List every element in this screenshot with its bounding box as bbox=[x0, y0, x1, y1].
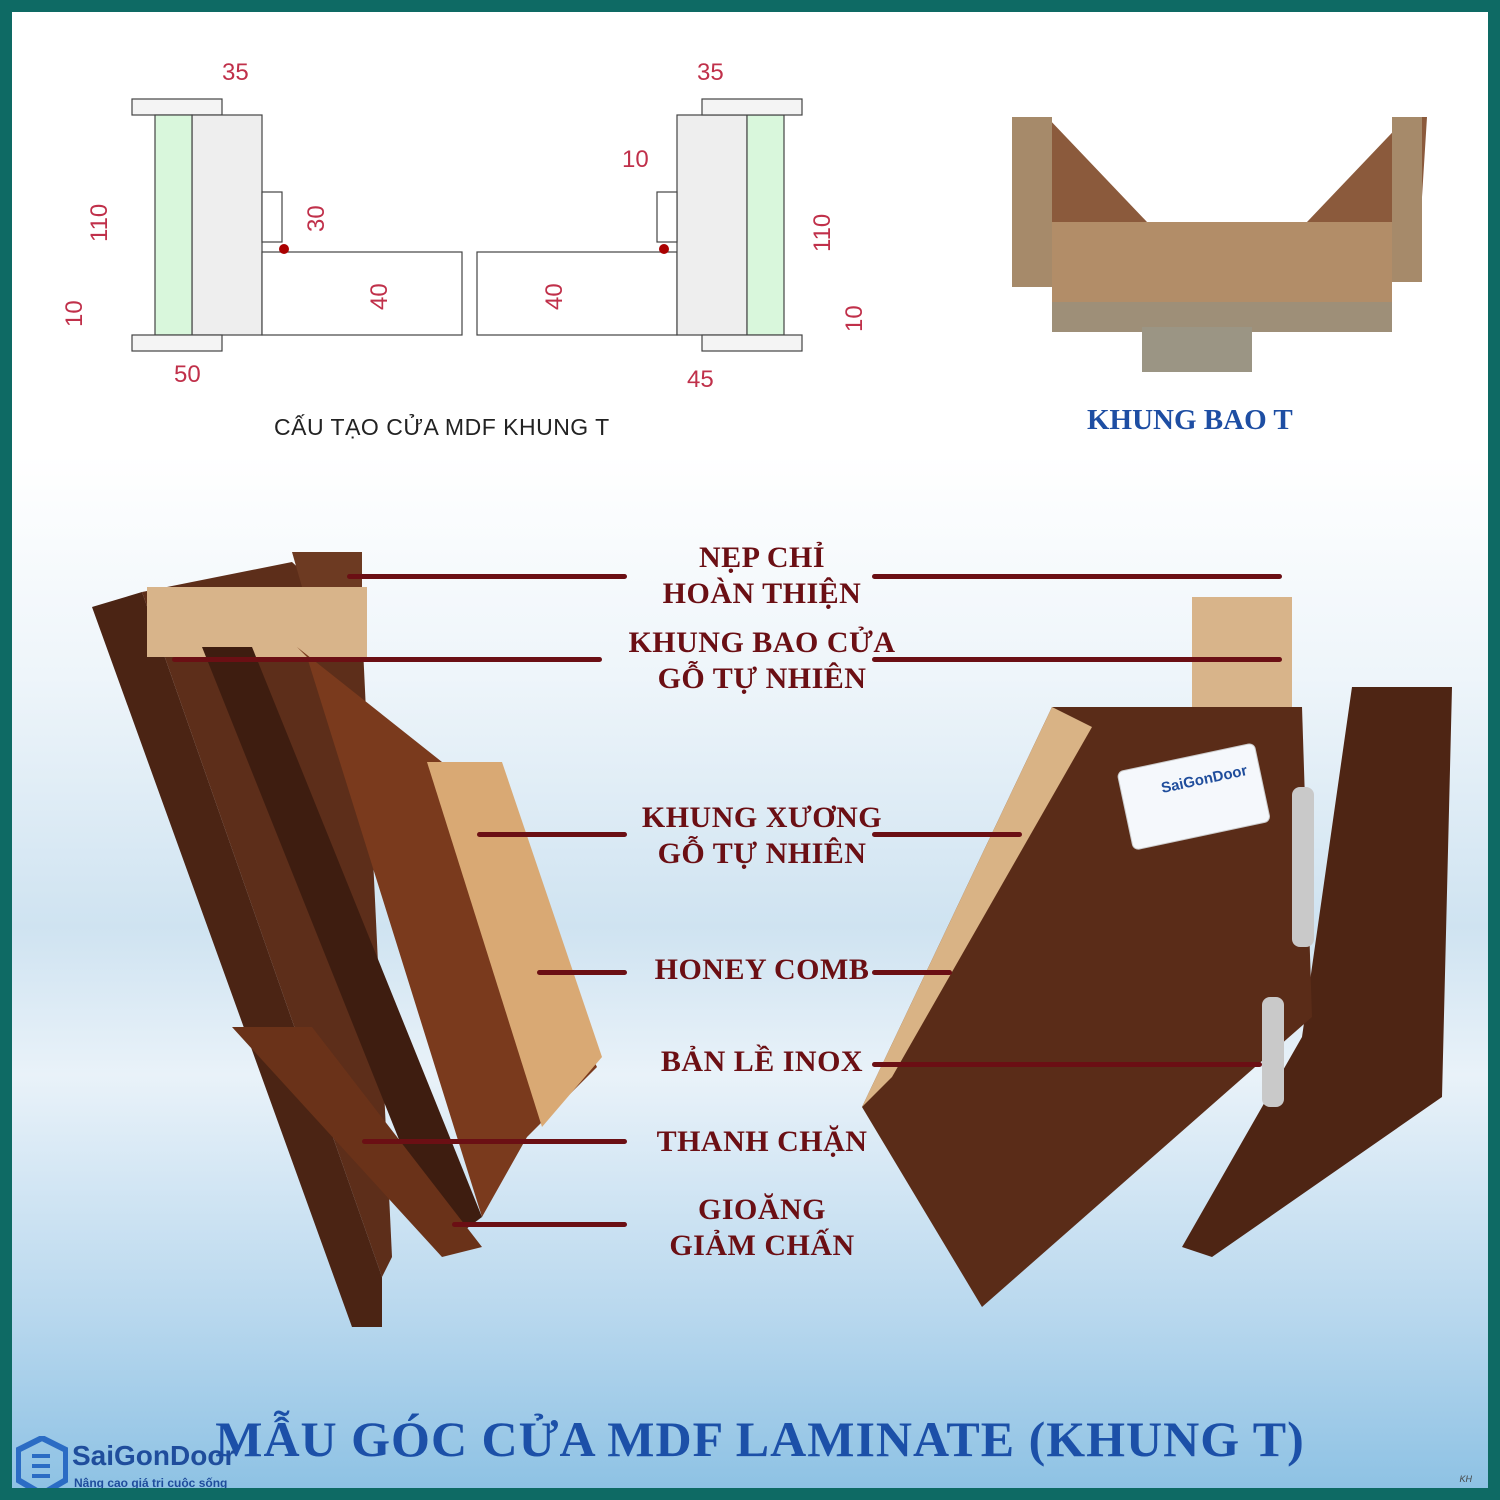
right-frame bbox=[676, 114, 748, 336]
saigondoor-logo: SaiGonDoor Nâng cao giá trị cuộc sống bbox=[12, 1432, 262, 1488]
signature: KH bbox=[1459, 1474, 1472, 1484]
door-leaf-right bbox=[476, 251, 678, 336]
leader-line bbox=[172, 657, 602, 662]
left-cap-top bbox=[131, 98, 223, 116]
door-corner-right: SaiGonDoor bbox=[862, 597, 1452, 1307]
leader-line bbox=[362, 1139, 627, 1144]
logo-name: SaiGonDoor bbox=[72, 1440, 236, 1471]
dim-left-bottom-gap: 10 bbox=[61, 300, 88, 327]
dim-door-left: 40 bbox=[366, 283, 393, 310]
brand-sticker bbox=[1117, 743, 1270, 850]
leader-line bbox=[872, 1062, 1262, 1067]
door-corner-left bbox=[92, 552, 602, 1327]
leader-line bbox=[477, 832, 627, 837]
dim-door-right: 40 bbox=[541, 283, 568, 310]
cross-section-drawing: 35 110 10 50 30 40 40 10 35 110 10 45 bbox=[61, 59, 868, 393]
dim-right-height: 110 bbox=[809, 214, 836, 252]
cube-logo-icon bbox=[16, 1436, 68, 1488]
drawing-caption: CẤU TẠO CỬA MDF KHUNG T bbox=[274, 414, 610, 440]
infographic: 35 110 10 50 30 40 40 10 35 110 10 45 CẤ… bbox=[12, 12, 1488, 1488]
left-honeycomb bbox=[154, 114, 193, 336]
dim-right-bottom-gap: 10 bbox=[841, 305, 868, 332]
leader-line bbox=[872, 657, 1282, 662]
dim-rebate: 30 bbox=[303, 205, 330, 232]
label-thanh-chan: THANH CHẶN bbox=[656, 1125, 868, 1158]
leader-line bbox=[872, 574, 1282, 579]
label-ban-le: BẢN LỀ INOX bbox=[660, 1045, 864, 1078]
leader-line bbox=[347, 574, 627, 579]
hinge-icon bbox=[1262, 997, 1284, 1107]
right-honeycomb bbox=[746, 114, 785, 336]
leader-line bbox=[452, 1222, 627, 1227]
dim-left-height: 110 bbox=[86, 204, 113, 242]
page-title: MẪU GÓC CỬA MDF LAMINATE (KHUNG T) bbox=[215, 1411, 1305, 1467]
leader-line bbox=[872, 832, 1022, 837]
hinge-icon bbox=[1292, 787, 1314, 947]
dim-right-base: 45 bbox=[687, 366, 714, 393]
left-frame bbox=[191, 114, 263, 336]
frame-photo bbox=[1012, 117, 1427, 372]
dim-left-top: 35 bbox=[222, 59, 249, 86]
dim-right-top-gap: 10 bbox=[622, 146, 649, 173]
dim-left-base: 50 bbox=[174, 361, 201, 388]
door-leaf-left bbox=[261, 251, 463, 336]
leader-line bbox=[872, 970, 952, 975]
label-honey-comb: HONEY COMB bbox=[654, 953, 870, 986]
leader-line bbox=[537, 970, 627, 975]
frame-caption: KHUNG BAO T bbox=[1087, 404, 1293, 436]
dim-right-top: 35 bbox=[697, 59, 724, 86]
logo-tagline: Nâng cao giá trị cuộc sống bbox=[74, 1476, 228, 1488]
